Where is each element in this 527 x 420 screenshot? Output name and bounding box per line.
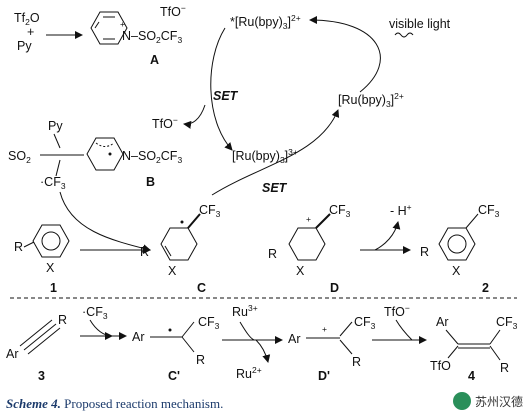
compound-c: R CF3 X C <box>140 203 221 295</box>
d-x: X <box>296 264 305 278</box>
dp-plus: + <box>322 324 327 334</box>
ru3-label: Ru3+ <box>232 303 258 319</box>
c3-r: R <box>58 313 67 327</box>
dp-cf3: CF3 <box>354 315 376 331</box>
tfo-released: TfO− <box>152 115 178 131</box>
compound-4: Ar CF3 TfO R 4 <box>430 315 518 383</box>
label-b: B <box>146 175 155 189</box>
label-d: D <box>330 281 339 295</box>
b-cf3-radical: ·CF3 <box>40 175 66 191</box>
cp-ar: Ar <box>132 330 145 344</box>
label-c-prime: C' <box>168 369 180 383</box>
set-label-1: SET <box>213 89 239 103</box>
label-3: 3 <box>38 369 45 383</box>
ru2-label: Ru2+ <box>236 365 262 381</box>
cycle-arc-top <box>309 16 381 93</box>
watermark: 苏州汉德 <box>452 392 523 410</box>
label-2: 2 <box>482 281 489 295</box>
b-py: Py <box>48 119 63 133</box>
label-4: 4 <box>468 369 475 383</box>
tfo-alkyne: TfO− <box>384 303 410 319</box>
cycle-arc-right <box>211 109 340 196</box>
b-so2: SO2 <box>8 149 31 165</box>
p2-cf3: CF3 <box>478 203 500 219</box>
a-sulfonyl: N–SO2CF3 <box>122 29 182 45</box>
cf3-radical-arrow <box>59 191 151 253</box>
p4-cf3: CF3 <box>496 315 518 331</box>
p4-ar: Ar <box>436 315 449 329</box>
dp-r: R <box>352 355 361 369</box>
tfo-add-arrow <box>395 319 413 341</box>
c-cf3: CF3 <box>199 203 221 219</box>
minus-h-label: - H+ <box>390 202 412 218</box>
p2-r: R <box>420 245 429 259</box>
p2-x: X <box>452 264 461 278</box>
compound-d: R + CF3 X D <box>268 203 351 295</box>
ru-ground: [Ru(bpy)3]2+ <box>338 91 404 109</box>
compound-a: + N–SO2CF3 TfO− A <box>90 3 186 67</box>
tf2o-label: Tf2O <box>14 11 40 27</box>
cf3-add-arrow <box>89 319 113 340</box>
p4-tfo: TfO <box>430 359 451 373</box>
label-d-prime: D' <box>318 369 330 383</box>
compound-1: R X 1 <box>14 224 70 295</box>
caption-label: Scheme 4. <box>6 396 61 411</box>
n-plus-sign: + <box>120 19 125 29</box>
watermark-text: 苏州汉德 <box>474 394 523 409</box>
caption-text: Proposed reaction mechanism. <box>60 396 224 411</box>
py-label: Py <box>17 39 32 53</box>
dp-ar: Ar <box>288 332 301 346</box>
c-r: R <box>140 245 149 259</box>
light-wave-icon <box>394 32 414 38</box>
cycle-arc-left <box>210 27 233 151</box>
c3-ar: Ar <box>6 347 19 361</box>
compound-2: R CF3 X 2 <box>420 203 500 295</box>
scheme-caption: Scheme 4. Proposed reaction mechanism. <box>6 396 223 412</box>
label-c: C <box>197 281 206 295</box>
cp-r: R <box>196 353 205 367</box>
cf3-radical-alkyne: ·CF3 <box>82 305 108 321</box>
a-counterion: TfO− <box>160 3 186 19</box>
d-cf3: CF3 <box>329 203 351 219</box>
compound-d-prime: Ar + CF3 R D' <box>288 315 376 383</box>
ru-excited: *[Ru(bpy)3]2+ <box>230 13 301 31</box>
wechat-logo-icon <box>452 392 471 410</box>
compound-b: Py SO2 ·CF3 N–SO2CF3 B <box>8 119 182 191</box>
visible-light-label: visible light <box>389 17 451 31</box>
tfo-arrow <box>183 104 206 129</box>
d-r: R <box>268 247 277 261</box>
set-label-2: SET <box>262 181 288 195</box>
label-a: A <box>150 53 159 67</box>
compound-c-prime: Ar CF3 R C' <box>132 315 220 383</box>
plus-sign: + <box>27 25 34 39</box>
b-sulfonyl: N–SO2CF3 <box>122 149 182 165</box>
d-plus: + <box>306 214 311 224</box>
label-1: 1 <box>50 281 57 295</box>
c-x: X <box>168 264 177 278</box>
c1-x: X <box>46 261 55 275</box>
ru3-in-arrow <box>239 321 255 341</box>
c1-r: R <box>14 240 23 254</box>
ru-oxidized: [Ru(bpy)3]3+ <box>232 147 298 165</box>
p4-r: R <box>500 361 509 375</box>
ru2-out-arrow <box>255 339 271 363</box>
proton-loss-arrow <box>374 221 401 251</box>
compound-3: Ar R 3 <box>6 313 67 383</box>
reaction-scheme: Tf2O + Py + N–SO2CF3 TfO− A *[Ru(bpy)3]2… <box>6 3 518 383</box>
cp-cf3: CF3 <box>198 315 220 331</box>
